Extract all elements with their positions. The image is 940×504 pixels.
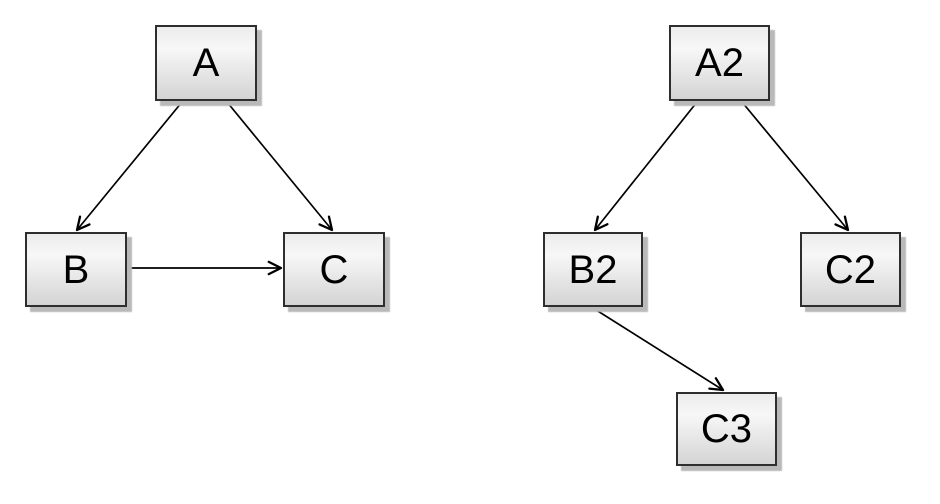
node-B[interactable]: B (25, 232, 127, 307)
node-label: C3 (700, 407, 753, 451)
node-label: B (62, 247, 90, 292)
left-graph-edges (75, 101, 334, 276)
node-C[interactable]: C (283, 232, 385, 307)
node-A[interactable]: A (155, 25, 257, 101)
edge-B2-C3[interactable] (592, 307, 725, 392)
node-A2[interactable]: A2 (669, 25, 770, 101)
edge-A2-B2[interactable] (593, 101, 698, 232)
edge-A2-C2[interactable] (741, 101, 850, 232)
node-label: C (319, 247, 349, 292)
node-B2[interactable]: B2 (543, 232, 643, 307)
edge-A-B[interactable] (75, 101, 183, 232)
node-C3[interactable]: C3 (676, 392, 777, 466)
node-C2[interactable]: C2 (800, 232, 901, 307)
node-label: C2 (824, 247, 877, 292)
edge-A-C[interactable] (226, 101, 334, 232)
right-graph-edges (592, 101, 850, 392)
node-label: A2 (695, 41, 744, 85)
node-label: B2 (568, 247, 618, 292)
node-label: A (192, 41, 220, 85)
